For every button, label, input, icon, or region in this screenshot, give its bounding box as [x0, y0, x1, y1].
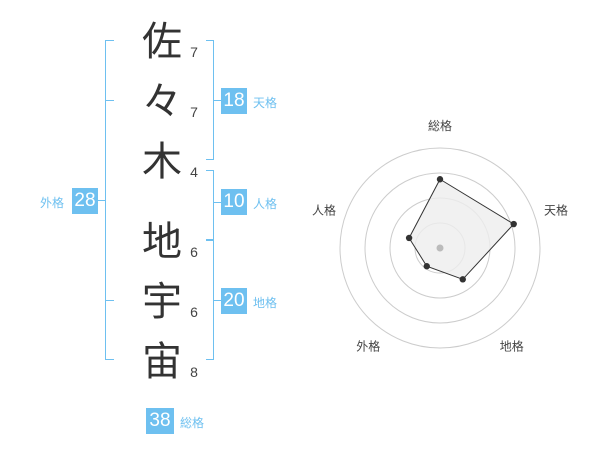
radar-axis-label-5: 人格: [312, 202, 336, 217]
name-char-4: 地: [142, 219, 182, 265]
gaikaku-bracket: [105, 40, 114, 360]
radar-point-2: [510, 220, 517, 228]
stroke-count-3: 4: [190, 164, 198, 180]
jinkaku-label: 人格: [253, 197, 278, 211]
radar-point-3: [459, 276, 466, 283]
radar-point-1: [436, 176, 444, 183]
stroke-count-4: 6: [190, 244, 198, 260]
radar-axis-label-3: 地格: [500, 339, 524, 354]
stroke-count-1: 7: [190, 44, 198, 60]
radar-point-4: [423, 263, 430, 270]
radar-axis-label-4: 外格: [356, 339, 380, 354]
gaikaku-bracket-tick-1: [105, 100, 114, 101]
radar-ring-3: [364, 172, 516, 324]
chikaku-value: 20: [221, 288, 247, 314]
name-char-1: 佐: [142, 19, 182, 65]
tenkaku-connector: [213, 100, 221, 101]
name-char-6: 宙: [142, 339, 182, 385]
radar-series-area: [408, 178, 515, 280]
tenkaku-value: 18: [221, 88, 247, 114]
gaikaku-bracket-tick-2: [105, 300, 114, 301]
gaikaku-value: 28: [72, 188, 98, 214]
chikaku-label: 地格: [253, 296, 278, 310]
stroke-count-5: 6: [190, 304, 198, 320]
stroke-count-2: 7: [190, 104, 198, 120]
radar-axis-label-2: 天格: [544, 202, 568, 217]
stroke-count-6: 8: [190, 364, 198, 380]
chikaku-connector: [213, 300, 221, 301]
radar-ring-4: [339, 147, 541, 349]
gaikaku-connector: [96, 200, 105, 201]
jinkaku-connector: [213, 202, 221, 203]
jinkaku-bracket: [206, 170, 214, 240]
radar-center-point: [436, 244, 444, 252]
jinkaku-value: 10: [221, 189, 247, 215]
name-char-5: 宇: [142, 279, 182, 325]
gaikaku-label: 外格: [40, 196, 65, 210]
name-char-2: 々: [142, 79, 182, 125]
soukaku-value: 38: [146, 408, 174, 434]
soukaku-label: 総格: [180, 416, 205, 430]
name-char-3: 木: [142, 139, 182, 185]
radar-point-5: [405, 234, 413, 242]
radar-axis-label-1: 総格: [428, 118, 452, 133]
tenkaku-label: 天格: [253, 96, 278, 110]
